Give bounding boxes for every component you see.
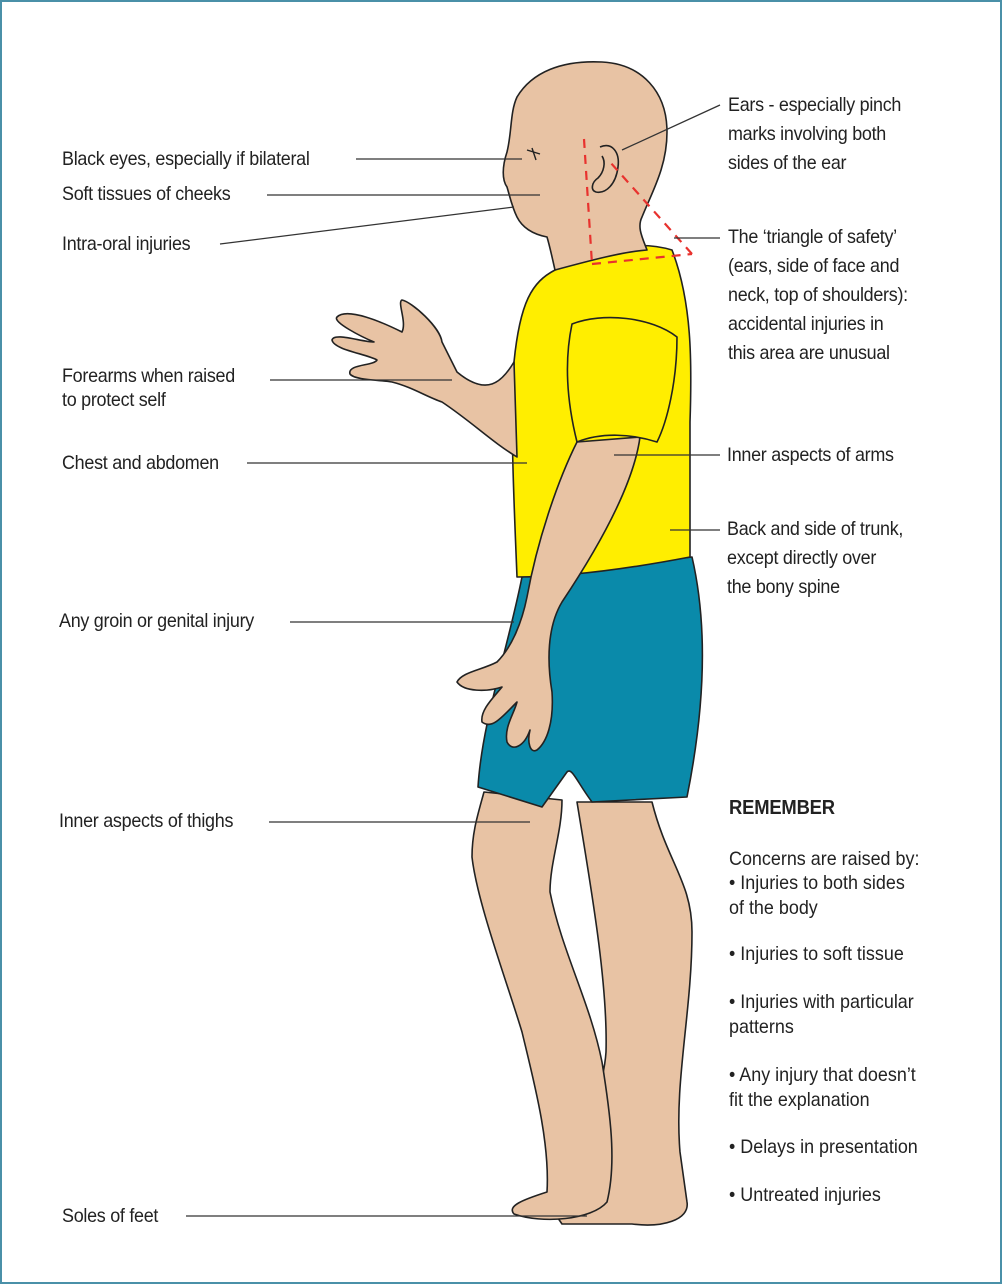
label-cheeks: Soft tissues of cheeks <box>62 183 231 205</box>
label-ears: Ears - especially pinch marks involving … <box>728 94 902 174</box>
label-forearms: Forearms when raised to protect self <box>62 365 235 411</box>
leader-intra-oral <box>219 206 515 245</box>
remember-title: REMEMBER <box>729 797 835 819</box>
label-thighs: Inner aspects of thighs <box>59 810 234 832</box>
back-leg <box>546 801 693 1226</box>
label-back-trunk: Back and side of trunk, except directly … <box>727 518 904 598</box>
label-black-eyes: Black eyes, especially if bilateral <box>62 148 310 170</box>
label-triangle-of-safety: The ‘triangle of safety’ (ears, side of … <box>728 226 908 364</box>
label-intra-oral: Intra-oral injuries <box>62 233 191 255</box>
label-soles: Soles of feet <box>62 1205 159 1227</box>
remember-item: • Any injury that doesn’t fit the explan… <box>729 1064 916 1111</box>
remember-item: • Untreated injuries <box>729 1184 881 1206</box>
eye <box>526 147 541 161</box>
back-arm <box>456 436 641 752</box>
label-inner-arms: Inner aspects of arms <box>727 444 894 466</box>
remember-item: • Injuries to both sides of the body <box>729 872 905 919</box>
remember-item: • Injuries with particular patterns <box>729 991 914 1038</box>
remember-item: • Injuries to soft tissue <box>729 943 904 965</box>
leader-ears <box>621 104 721 151</box>
head <box>502 61 668 271</box>
remember-intro: Concerns are raised by: <box>729 848 920 870</box>
shirt-sleeve <box>566 316 678 443</box>
triangle-of-safety <box>582 138 693 266</box>
raised-arm <box>331 299 518 458</box>
remember-item: • Delays in presentation <box>729 1136 918 1158</box>
label-groin: Any groin or genital injury <box>59 610 254 632</box>
label-chest: Chest and abdomen <box>62 452 219 474</box>
ear <box>591 145 620 193</box>
